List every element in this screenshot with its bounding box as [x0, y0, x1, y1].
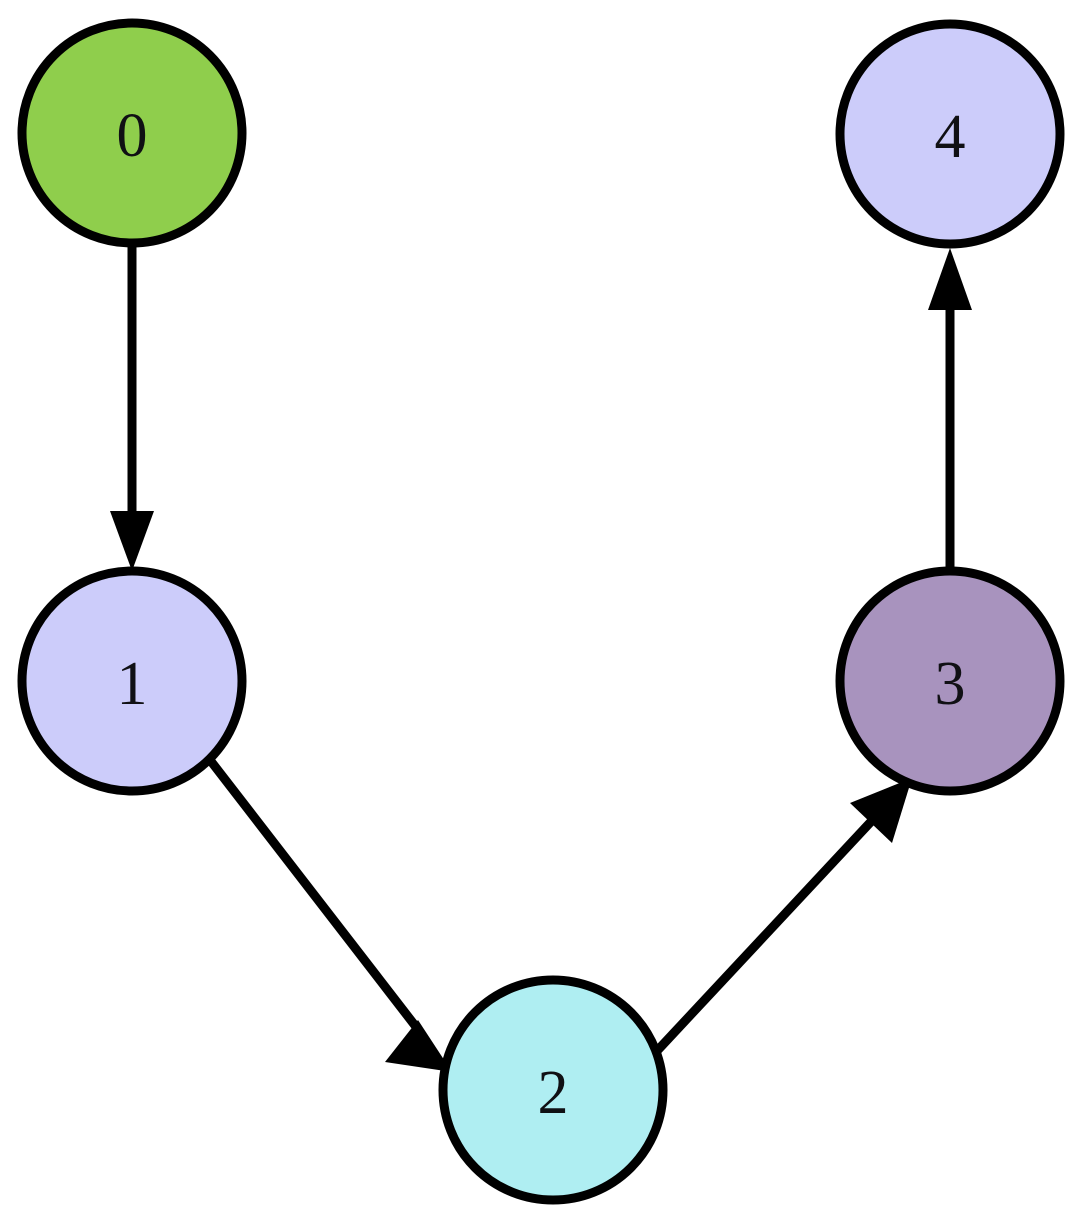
edge-2-to-3-arrowhead — [850, 778, 912, 843]
edge-2-to-3[interactable] — [652, 778, 912, 1056]
node-0-label: 0 — [117, 102, 148, 170]
graph-node-2[interactable]: 2 — [438, 975, 668, 1205]
graph-node-0[interactable]: 0 — [17, 18, 247, 248]
node-3-circle[interactable] — [835, 566, 1065, 796]
node-0-circle[interactable] — [17, 18, 247, 248]
node-2-circle[interactable] — [438, 975, 668, 1205]
node-1-circle[interactable] — [17, 566, 247, 796]
node-3-label: 3 — [935, 650, 966, 718]
edge-0-to-1-arrowhead — [110, 511, 154, 571]
nodes-layer: 0 1 2 3 4 — [17, 18, 1065, 1205]
node-1-label: 1 — [117, 650, 148, 718]
edge-3-to-4-arrowhead — [928, 248, 972, 310]
graph-node-1[interactable]: 1 — [17, 566, 247, 796]
node-2-label: 2 — [538, 1059, 569, 1127]
edge-3-to-4[interactable] — [928, 248, 972, 569]
edge-1-to-2-line — [206, 757, 424, 1035]
node-4-circle[interactable] — [835, 19, 1065, 249]
edge-2-to-3-line — [652, 808, 884, 1056]
graph-node-4[interactable]: 4 — [835, 19, 1065, 249]
edge-0-to-1[interactable] — [110, 245, 154, 571]
node-4-label: 4 — [935, 103, 966, 171]
graph-node-3[interactable]: 3 — [835, 566, 1065, 796]
edge-1-to-2[interactable] — [206, 757, 452, 1072]
edges-layer — [110, 245, 972, 1072]
edge-1-to-2-arrowhead — [385, 1020, 452, 1072]
